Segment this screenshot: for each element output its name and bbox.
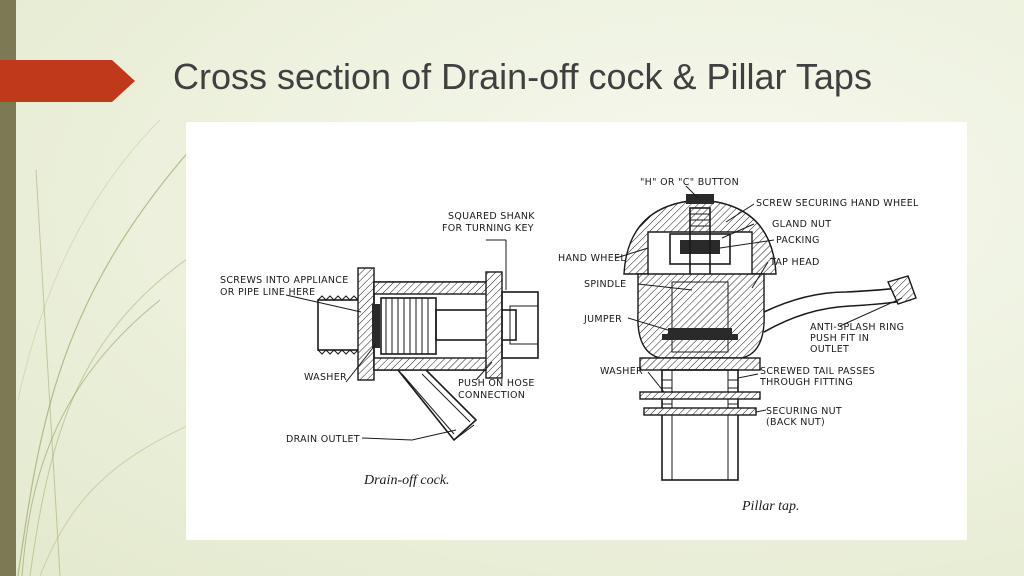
tap-washer	[639, 391, 761, 400]
label-gland-nut: GLAND NUT	[772, 219, 831, 230]
label-hand-wheel: HAND WHEEL	[558, 253, 626, 264]
label-squared-shank: SQUARED SHANK	[448, 211, 535, 222]
label-connection: CONNECTION	[458, 390, 525, 401]
label-anti-splash: ANTI-SPLASH RING	[810, 322, 904, 333]
hand-wheel	[623, 199, 777, 275]
caption-pillar-tap: Pillar tap.	[741, 499, 800, 514]
drain-outlet-pipe	[397, 369, 478, 442]
label-spindle: SPINDLE	[584, 279, 626, 290]
label-tap-washer: WASHER	[600, 366, 643, 377]
securing-nut	[643, 407, 757, 416]
cock-spindle	[435, 309, 517, 341]
label-back-nut: (BACK NUT)	[766, 417, 825, 428]
decorative-lines	[17, 119, 200, 576]
label-pipe-line: OR PIPE LINE HERE	[220, 287, 315, 298]
hc-button	[686, 194, 714, 204]
label-screws-appliance: SCREWS INTO APPLIANCE	[220, 275, 349, 286]
screwed-tail	[661, 369, 739, 481]
label-cock-washer: WASHER	[304, 372, 347, 383]
cock-washer	[372, 304, 380, 348]
label-outlet: OUTLET	[810, 344, 849, 355]
label-jumper: JUMPER	[583, 314, 622, 325]
label-hc-button: "H" OR "C" BUTTON	[640, 177, 739, 188]
label-screw-hand-wheel: SCREW SECURING HAND WHEEL	[756, 198, 919, 209]
label-packing: PACKING	[776, 235, 820, 246]
caption-drain-off-cock: Drain-off cock.	[363, 473, 450, 488]
label-screwed-tail: SCREWED TAIL PASSES	[760, 366, 875, 377]
slide-title: Cross section of Drain-off cock & Pillar…	[173, 56, 872, 97]
drain-off-cock-drawing: SQUARED SHANK FOR TURNING KEY SCREWS INT…	[220, 211, 539, 488]
label-through-fitting: THROUGH FITTING	[759, 377, 853, 388]
label-drain-outlet: DRAIN OUTLET	[286, 434, 360, 445]
label-securing-nut: SECURING NUT	[766, 406, 842, 417]
jumper	[668, 328, 732, 334]
label-push-hose: PUSH ON HOSE	[458, 378, 535, 389]
packing	[680, 240, 720, 254]
tap-head	[637, 273, 765, 359]
diagram-figure: SQUARED SHANK FOR TURNING KEY SCREWS INT…	[186, 122, 967, 540]
hose-connection	[501, 291, 539, 359]
left-accent-bar	[0, 0, 16, 576]
pillar-tap-drawing: "H" OR "C" BUTTON SCREW SECURING HAND WH…	[558, 177, 919, 514]
title-arrow-marker	[0, 60, 135, 102]
label-push-fit: PUSH FIT IN	[810, 333, 869, 344]
anti-splash-ring	[887, 275, 917, 305]
label-turning-key: FOR TURNING KEY	[442, 223, 534, 234]
label-tap-head: TAP HEAD	[769, 257, 820, 268]
cross-section-diagram: SQUARED SHANK FOR TURNING KEY SCREWS INT…	[220, 177, 919, 514]
